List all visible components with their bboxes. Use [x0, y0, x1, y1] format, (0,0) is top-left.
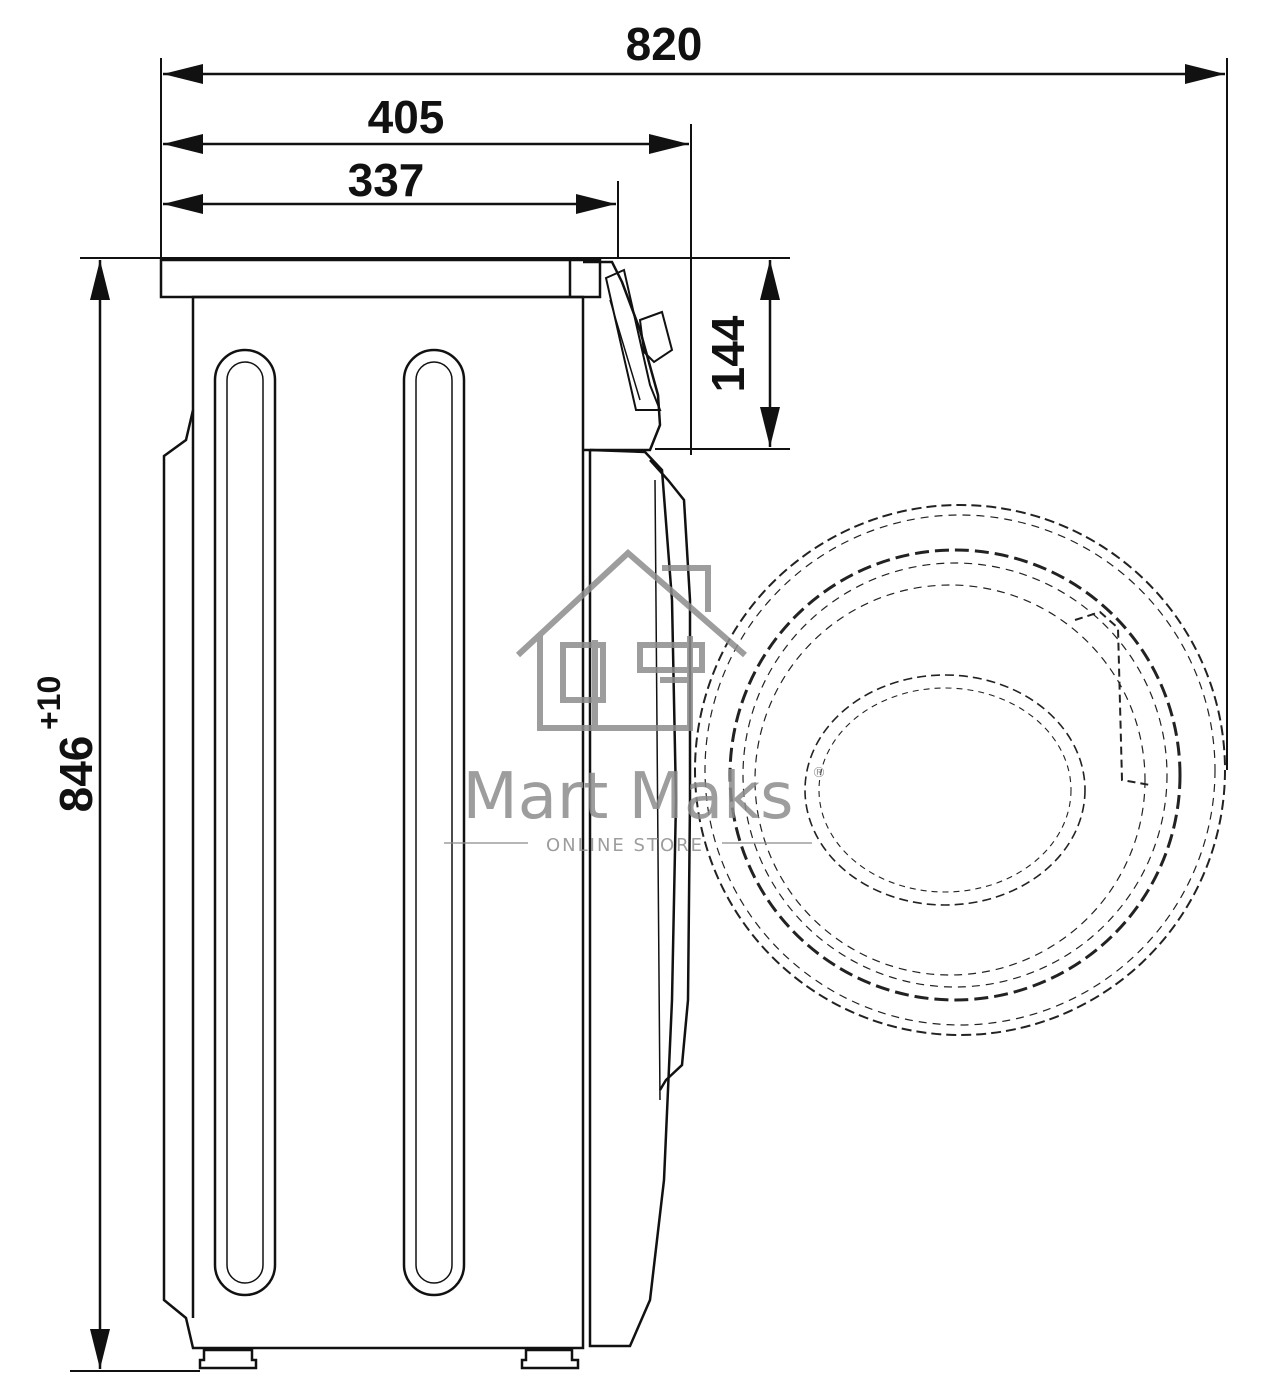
open-door-dashed [694, 504, 1226, 1036]
side-rib-right-inner [415, 361, 453, 1284]
label-846-group: 846 +10 [31, 676, 102, 813]
cabinet [162, 295, 585, 1350]
dimension-lines [90, 64, 1225, 1369]
house-logo-icon [515, 548, 747, 731]
label-337: 337 [348, 154, 425, 206]
watermark-registered-mark: ® [812, 765, 826, 781]
foot-left [198, 1348, 258, 1370]
extension-lines [70, 58, 1228, 1372]
side-rib-left-inner [226, 361, 264, 1284]
watermark: Mart Maks ® ONLINE STORE [444, 548, 826, 856]
label-405: 405 [368, 91, 445, 143]
front-panel [583, 260, 692, 1348]
watermark-brand: Mart Maks [462, 760, 793, 834]
label-846-tolerance: +10 [31, 676, 67, 730]
front-profile [588, 448, 678, 1348]
side-rib-right-outer [402, 348, 466, 1297]
top-cover [159, 258, 602, 299]
door-profile [649, 459, 692, 1091]
label-846: 846 [50, 736, 102, 813]
label-820: 820 [626, 18, 703, 70]
side-rib-left-outer [213, 348, 277, 1297]
control-knob-icon [604, 268, 662, 411]
label-144: 144 [702, 315, 754, 392]
foot-right [520, 1348, 580, 1370]
watermark-tagline: ONLINE STORE [546, 835, 704, 856]
machine-body [159, 258, 602, 1370]
